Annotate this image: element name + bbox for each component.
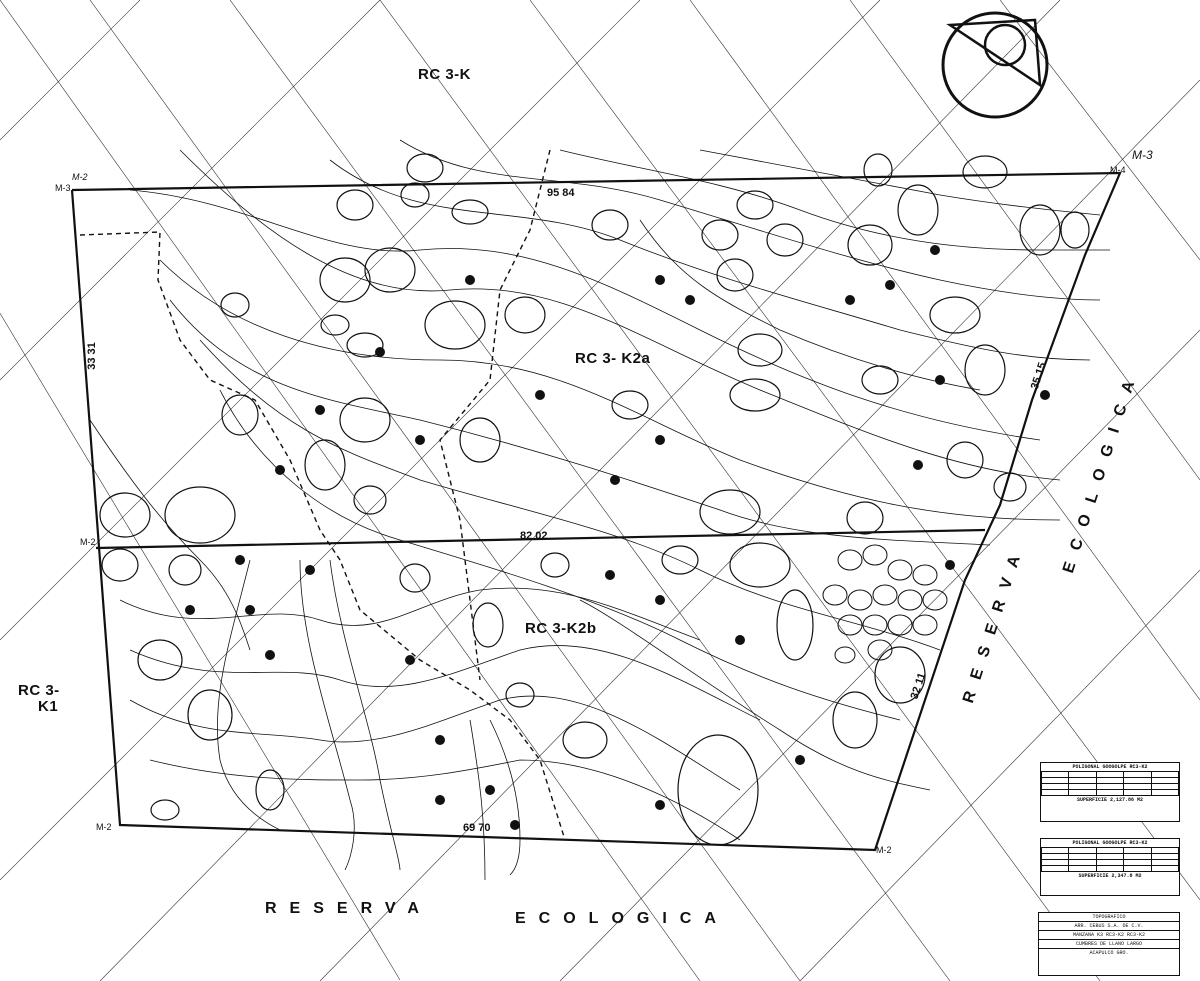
title-block-line1: TOPOGRAFICO	[1039, 913, 1179, 922]
legend-1-total: SUPERFICIE 2,127.86 M2	[1076, 797, 1143, 803]
reserva-bottom-word2: ECOLOGICA	[515, 910, 729, 927]
zone-label-rc3-k2a: RC 3- K2a	[575, 350, 651, 367]
title-block-line4: CUMBRES DE LLANO LARGO	[1039, 940, 1179, 949]
dashed-lines	[79, 149, 566, 841]
zone-label-rc3-k1-line1: RC 3-	[18, 682, 60, 699]
rock-cluster	[822, 544, 948, 664]
title-block-line5: ACAPULCO GRO.	[1089, 950, 1129, 956]
dimension-middle: 82 02	[520, 530, 548, 542]
legend-1-title: POLIGONAL GOOGOLPE RC3-K2	[1072, 764, 1148, 770]
title-block: TOPOGRAFICO ARR. CEBUS S.A. DE C.V. MANZ…	[1038, 912, 1180, 976]
corner-marker-sw: M-2	[96, 822, 112, 832]
corner-marker-nw2: M-2	[72, 172, 88, 182]
dimension-south: 69 70	[463, 822, 491, 834]
tree-circles	[99, 153, 1090, 846]
reserva-bottom-word1: RESERVA	[265, 900, 432, 917]
title-block-line2: ARR. CEBUS S.A. DE C.V.	[1039, 922, 1179, 931]
legend-2-title: POLIGONAL GOOGOLPE RC3-K2	[1072, 840, 1148, 846]
legend-box-1: POLIGONAL GOOGOLPE RC3-K2 SUPERFICIE 2,1…	[1040, 762, 1180, 822]
dimension-north: 95 84	[547, 187, 575, 199]
zone-label-rc3-k2b: RC 3-K2b	[525, 620, 597, 637]
corner-marker-ne2: M-3	[1132, 148, 1153, 162]
contour-lines	[89, 139, 1110, 881]
zone-label-rc3-k: RC 3-K	[418, 66, 472, 83]
corner-marker-nw: M-3	[55, 183, 71, 193]
tree-symbols	[185, 245, 1050, 830]
legend-2-table	[1040, 847, 1180, 872]
title-block-line3: MANZANA K3 RC3-K2 RC3-K2	[1039, 931, 1179, 940]
dimension-west: 33 31	[85, 342, 98, 370]
property-boundary	[70, 171, 1122, 852]
legend-box-2: POLIGONAL GOOGOLPE RC3-K2 SUPERFICIE 2,3…	[1040, 838, 1180, 896]
zone-label-rc3-k1-line2: K1	[38, 698, 59, 715]
corner-marker-se: M-2	[876, 845, 892, 855]
legend-1-table	[1040, 771, 1180, 796]
corner-marker-ne: M-4	[1110, 165, 1126, 175]
north-arrow-icon	[941, 11, 1049, 119]
legend-2-total: SUPERFICIE 2,347.8 M2	[1078, 873, 1142, 879]
corner-marker-mw: M-2	[80, 537, 96, 547]
